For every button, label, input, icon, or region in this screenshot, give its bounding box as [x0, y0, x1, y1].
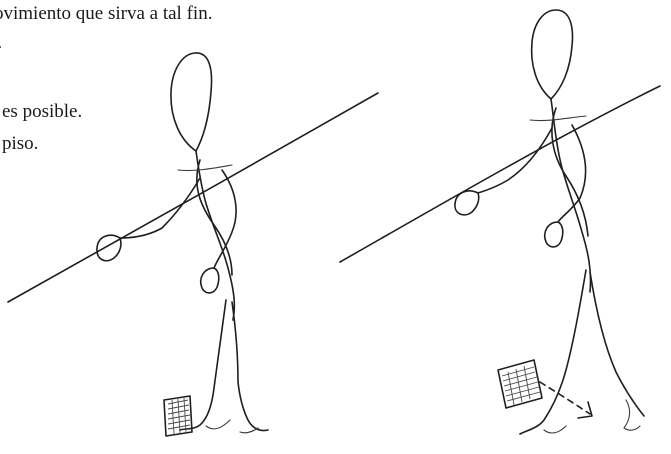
- left-stick-figure: [7, 52, 379, 437]
- left-figure-back-leg: [231, 301, 269, 432]
- paragraph-line-3: es posible.: [2, 101, 83, 122]
- right-figure-head: [530, 9, 574, 100]
- left-figure-torso: [195, 150, 236, 321]
- right-pole-line: [339, 85, 661, 263]
- movement-arrowhead: [577, 401, 593, 419]
- left-figure-foot: [205, 419, 259, 434]
- left-figure-front-hand: [96, 234, 122, 262]
- paragraph-line-1: ovimiento que sirva a tal fin.: [0, 3, 213, 24]
- left-figure-head: [170, 52, 213, 152]
- right-figure-back-leg: [589, 271, 645, 417]
- right-figure-feet: [543, 399, 641, 434]
- left-figure-torso-back: [196, 159, 233, 276]
- right-figure-front-leg: [519, 269, 587, 435]
- right-weight-block: [497, 359, 543, 409]
- right-figure-torso: [550, 98, 592, 293]
- right-weight-shading: [501, 365, 541, 406]
- left-figure-back-hand: [199, 267, 220, 294]
- left-figure-front-arm: [119, 177, 201, 239]
- right-figure-shoulders: [529, 115, 587, 122]
- right-figure-front-arm: [477, 127, 553, 194]
- left-pole-line: [7, 92, 379, 303]
- right-figure-front-hand: [454, 190, 480, 216]
- right-figure-torso-back: [551, 107, 589, 237]
- right-figure-back-arm: [557, 124, 587, 223]
- paragraph-line-4: piso.: [2, 133, 39, 154]
- left-figure-shoulders: [177, 164, 233, 172]
- right-stick-figure: [339, 9, 661, 435]
- left-weight-shading: [167, 397, 191, 435]
- left-figure-back-arm: [213, 169, 237, 269]
- left-figure-front-leg: [179, 299, 227, 431]
- right-figure-back-hand: [543, 221, 564, 248]
- paragraph-line-2: .: [0, 33, 2, 55]
- movement-dashed-arrow: [539, 381, 591, 415]
- left-weight-block: [163, 395, 193, 437]
